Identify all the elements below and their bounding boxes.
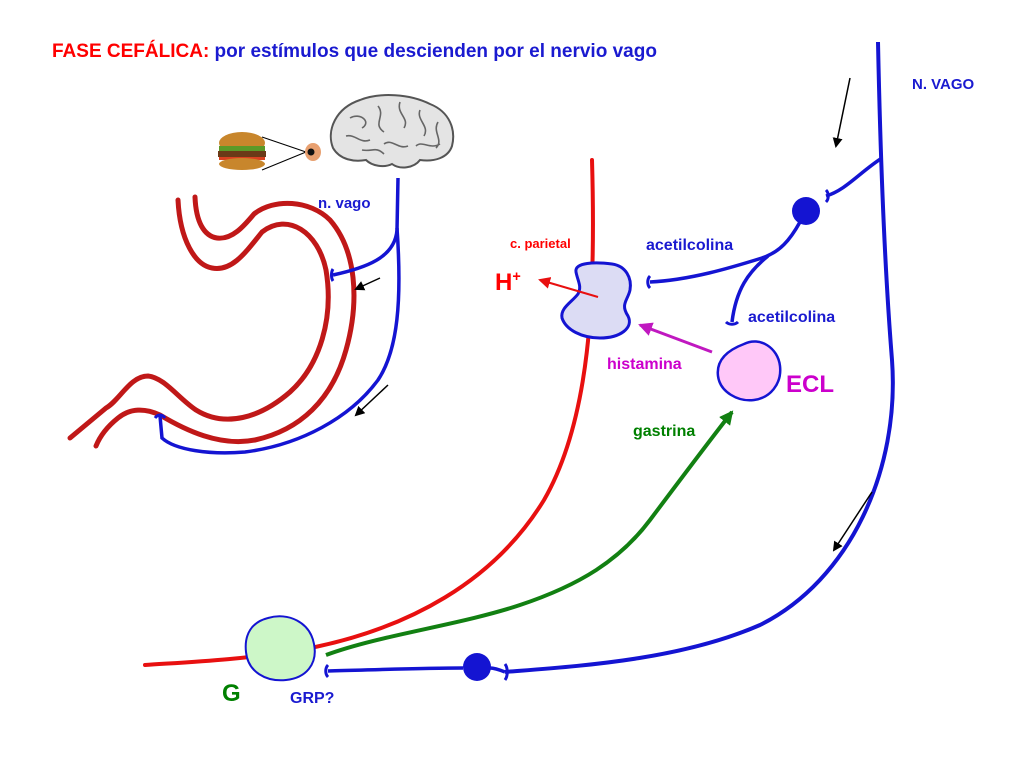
parietal-cell [560,261,632,340]
label-g-cell: G [222,680,241,707]
label-n-vago-upper: N. VAGO [912,76,975,93]
label-histamina: histamina [607,356,682,373]
ganglion-neuron-lower [463,653,491,681]
label-grp: GRP? [290,690,335,707]
vagus-main-trunk [504,41,895,674]
label-h-ion: H+ [495,269,521,296]
ganglion-neuron-upper [792,197,820,225]
h-ion-symbol: H [495,269,513,296]
synapse-terminal [824,188,830,204]
brain-icon [329,94,455,169]
label-c-parietal: c. parietal [510,236,571,251]
title-phase: FASE CEFÁLICA: [52,41,210,62]
arrow-down-stomach [354,384,389,417]
postganglionic-to-ecl [730,254,770,323]
synapse-terminal [324,663,330,679]
arrow-down-small [354,277,381,291]
label-acetilcolina-upper: acetilcolina [646,237,734,254]
eye-icon [305,143,321,161]
label-acetilcolina-lower: acetilcolina [748,309,836,326]
vagus-branch-top [825,156,883,198]
arrow-down-upper [832,77,851,148]
arrow-down-lower [832,491,873,552]
synapse-terminal [646,274,652,290]
postganglionic-to-g-cell [327,666,464,673]
stomach-vagus-nerve [153,177,401,455]
label-n-vago-lower: n. vago [318,195,371,212]
label-ecl: ECL [786,371,834,398]
vagus-preganglionic [489,666,506,674]
title-description: por estímulos que descienden por el nerv… [209,41,657,62]
sight-lines [261,136,307,171]
food-illustration [218,132,266,170]
ecl-cell [716,340,782,402]
label-gastrina: gastrina [633,423,696,440]
gastrin-pathway [325,410,734,657]
postganglionic-to-parietal [649,221,802,284]
page-title: FASE CEFÁLICA: por estímulos que descien… [52,42,657,61]
stomach-outline [67,194,357,449]
synapse-terminal [503,663,509,681]
histamine-arrow [638,322,713,354]
g-cell [244,615,316,682]
h-ion-arrow [538,277,599,298]
synapse-terminal [724,320,740,326]
h-ion-charge: + [512,269,521,285]
